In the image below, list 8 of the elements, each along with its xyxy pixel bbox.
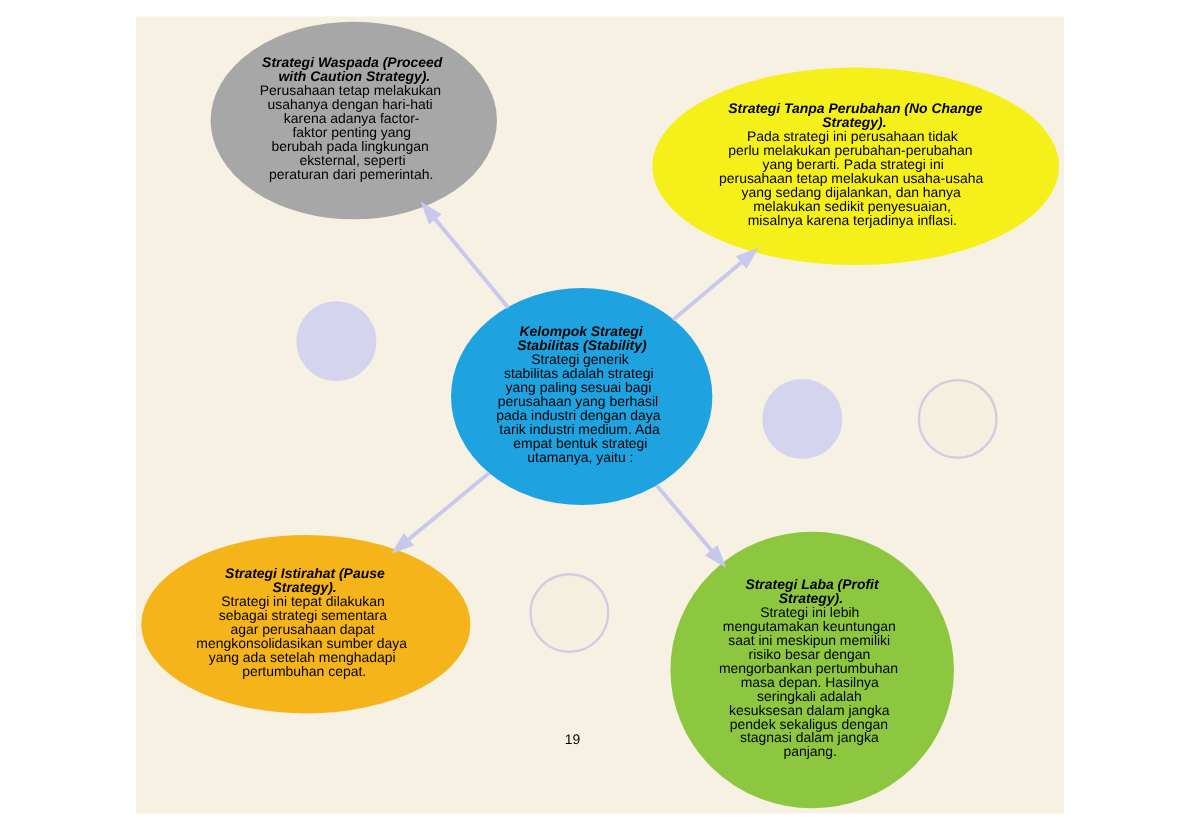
arrow [420,201,510,309]
node-circle [917,378,998,459]
node-circle [529,573,610,654]
node-circle [296,301,377,382]
arrow [390,471,491,555]
arrow [655,484,727,568]
node-circle [762,378,843,459]
arrow [671,247,759,322]
